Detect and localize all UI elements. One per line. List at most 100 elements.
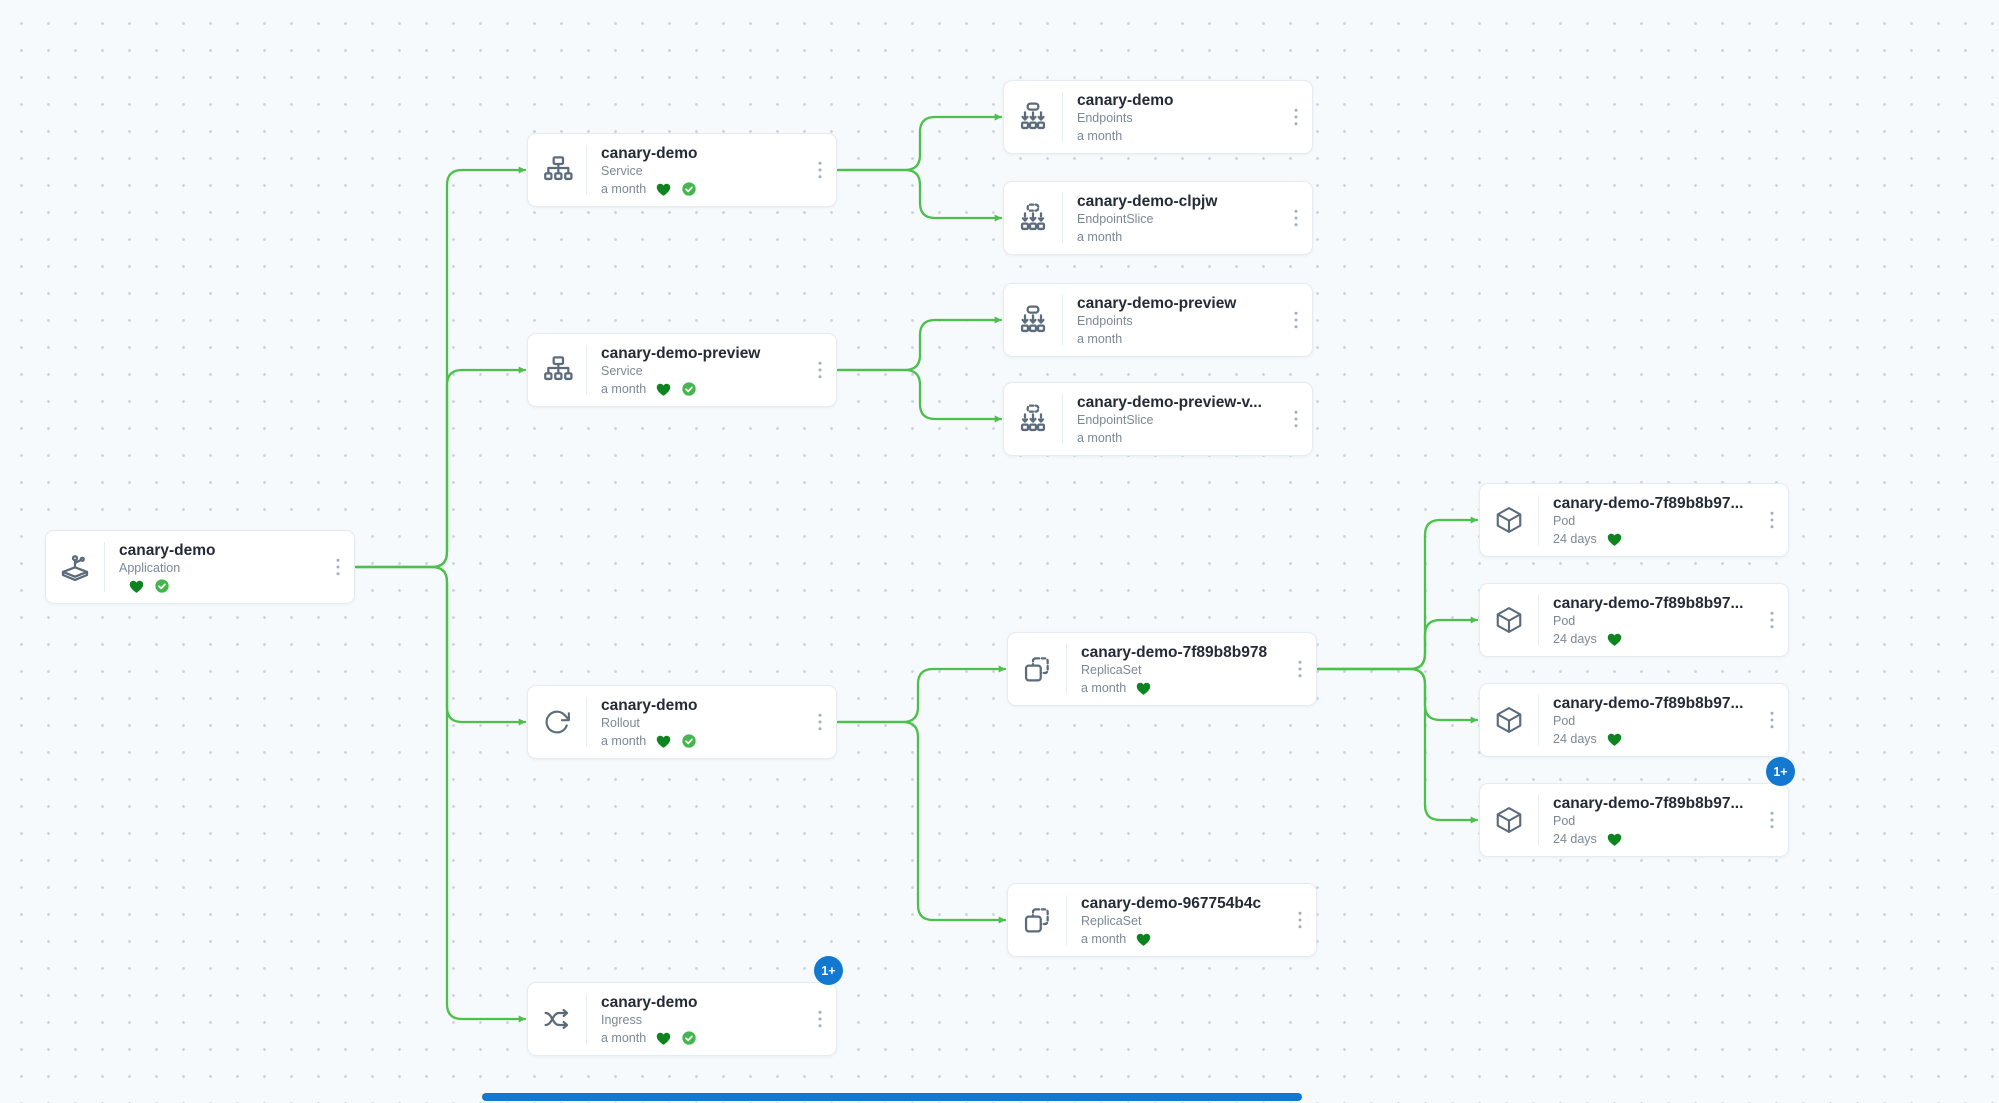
resource-node-endpointslice[interactable]: canary-demo-clpjw EndpointSlice a month	[1003, 181, 1313, 255]
sync-check-icon	[681, 181, 697, 197]
resource-text: canary-demo-7f89b8b97... Pod 24 days	[1539, 684, 1788, 756]
divider	[104, 542, 105, 592]
resource-kind-icon	[1008, 884, 1066, 956]
resource-node-endpoints-preview[interactable]: canary-demo-preview Endpoints a month	[1003, 283, 1313, 357]
divider	[1062, 92, 1063, 142]
health-heart-icon	[655, 381, 672, 398]
edge-service-preview-to-endpointslice-preview	[836, 368, 1003, 423]
resource-text: canary-demo Ingress a month	[587, 983, 836, 1055]
resource-name: canary-demo	[119, 542, 216, 559]
resource-node-service-preview[interactable]: canary-demo-preview Service a month	[527, 333, 837, 407]
edge-replicaset-1-to-pod-4	[1316, 667, 1479, 824]
node-menu-button[interactable]	[809, 1002, 831, 1036]
resource-kind-label: Rollout	[601, 716, 640, 730]
resource-meta: a month	[601, 380, 808, 398]
resource-node-replicaset-1[interactable]: canary-demo-7f89b8b978 ReplicaSet a mont…	[1007, 632, 1317, 706]
divider	[1062, 394, 1063, 444]
resource-name: canary-demo-7f89b8b97...	[1553, 595, 1744, 612]
resource-age: a month	[1077, 332, 1123, 346]
resource-age: a month	[601, 382, 647, 396]
resource-name: canary-demo-preview-v...	[1077, 394, 1262, 411]
resource-kind-label: ReplicaSet	[1081, 663, 1142, 677]
resource-text: canary-demo-7f89b8b97... Pod 24 days	[1539, 784, 1788, 856]
edge-app-to-service	[354, 166, 527, 569]
resource-meta: a month	[1077, 429, 1284, 447]
resource-node-endpointslice-preview[interactable]: canary-demo-preview-v... EndpointSlice a…	[1003, 382, 1313, 456]
sync-check-icon	[681, 381, 697, 397]
resource-node-ingress[interactable]: 1+ canary-demo Ingress a month	[527, 956, 843, 1062]
resource-age: 24 days	[1553, 532, 1597, 546]
node-menu-button[interactable]	[1285, 303, 1307, 337]
node-menu-button[interactable]	[1761, 803, 1783, 837]
node-menu-button[interactable]	[1285, 100, 1307, 134]
node-menu-button[interactable]	[1289, 903, 1311, 937]
divider	[1062, 295, 1063, 345]
resource-node-pod-2[interactable]: canary-demo-7f89b8b97... Pod 24 days	[1479, 583, 1789, 657]
resource-name: canary-demo-7f89b8b978	[1081, 644, 1268, 661]
resource-kind-icon	[1004, 284, 1062, 356]
resource-text: canary-demo-preview Endpoints a month	[1063, 284, 1312, 356]
resource-kind-icon	[528, 983, 586, 1055]
resource-text: canary-demo-967754b4c ReplicaSet a month	[1067, 884, 1316, 956]
node-menu-button[interactable]	[809, 153, 831, 187]
divider	[586, 145, 587, 195]
resource-meta	[119, 577, 326, 595]
node-menu-button[interactable]	[327, 550, 349, 584]
collapsed-count-badge[interactable]: 1+	[814, 956, 843, 985]
node-menu-button[interactable]	[1761, 503, 1783, 537]
sync-check-icon	[154, 578, 170, 594]
resource-age: a month	[1081, 681, 1127, 695]
resource-node-endpoints[interactable]: canary-demo Endpoints a month	[1003, 80, 1313, 154]
node-menu-button[interactable]	[809, 353, 831, 387]
divider	[1538, 795, 1539, 845]
node-menu-button[interactable]	[1285, 402, 1307, 436]
resource-age: a month	[601, 734, 647, 748]
resource-name: canary-demo-7f89b8b97...	[1553, 795, 1744, 812]
horizontal-scrollbar[interactable]	[482, 1093, 1302, 1101]
node-menu-button[interactable]	[1289, 652, 1311, 686]
resource-node-pod-1[interactable]: canary-demo-7f89b8b97... Pod 24 days	[1479, 483, 1789, 557]
resource-node-service[interactable]: canary-demo Service a month	[527, 133, 837, 207]
node-menu-button[interactable]	[1285, 201, 1307, 235]
resource-kind-icon	[1004, 383, 1062, 455]
resource-kind-label: Endpoints	[1077, 111, 1133, 125]
resource-meta: a month	[601, 180, 808, 198]
health-heart-icon	[1135, 931, 1152, 948]
resource-age: 24 days	[1553, 832, 1597, 846]
resource-kind-label: ReplicaSet	[1081, 914, 1142, 928]
node-menu-button[interactable]	[1761, 603, 1783, 637]
resource-name: canary-demo-967754b4c	[1081, 895, 1262, 912]
divider	[1538, 695, 1539, 745]
sync-check-icon	[681, 733, 697, 749]
resource-text: canary-demo Endpoints a month	[1063, 81, 1312, 153]
resource-node-replicaset-2[interactable]: canary-demo-967754b4c ReplicaSet a month	[1007, 883, 1317, 957]
resource-node-pod-3[interactable]: canary-demo-7f89b8b97... Pod 24 days	[1479, 683, 1789, 757]
resource-node-pod-4[interactable]: 1+ canary-demo-7f89b8b97... Pod 24 days	[1479, 757, 1795, 863]
edge-replicaset-1-to-pod-1	[1316, 516, 1479, 671]
node-menu-button[interactable]	[809, 705, 831, 739]
resource-text: canary-demo-preview Service a month	[587, 334, 836, 406]
resource-age: 24 days	[1553, 632, 1597, 646]
health-heart-icon	[655, 733, 672, 750]
resource-kind-label: Pod	[1553, 814, 1576, 828]
resource-name: canary-demo	[601, 145, 698, 162]
resource-kind-label: Ingress	[601, 1013, 642, 1027]
resource-name: canary-demo	[1077, 92, 1174, 109]
resource-age: a month	[601, 1031, 647, 1045]
divider	[1062, 193, 1063, 243]
resource-meta: a month	[601, 732, 808, 750]
resource-age: a month	[601, 182, 647, 196]
resource-meta: 24 days	[1553, 530, 1760, 548]
resource-meta: a month	[1077, 330, 1284, 348]
resource-node-rollout[interactable]: canary-demo Rollout a month	[527, 685, 837, 759]
resource-meta: a month	[1081, 930, 1288, 948]
health-heart-icon	[655, 1030, 672, 1047]
resource-node-app[interactable]: canary-demo Application	[45, 530, 355, 604]
resource-name: canary-demo-preview	[1077, 295, 1237, 312]
edge-app-to-rollout	[354, 565, 527, 726]
node-menu-button[interactable]	[1761, 703, 1783, 737]
resource-name: canary-demo	[601, 697, 698, 714]
collapsed-count-badge[interactable]: 1+	[1766, 757, 1795, 786]
resource-kind-icon	[46, 531, 104, 603]
